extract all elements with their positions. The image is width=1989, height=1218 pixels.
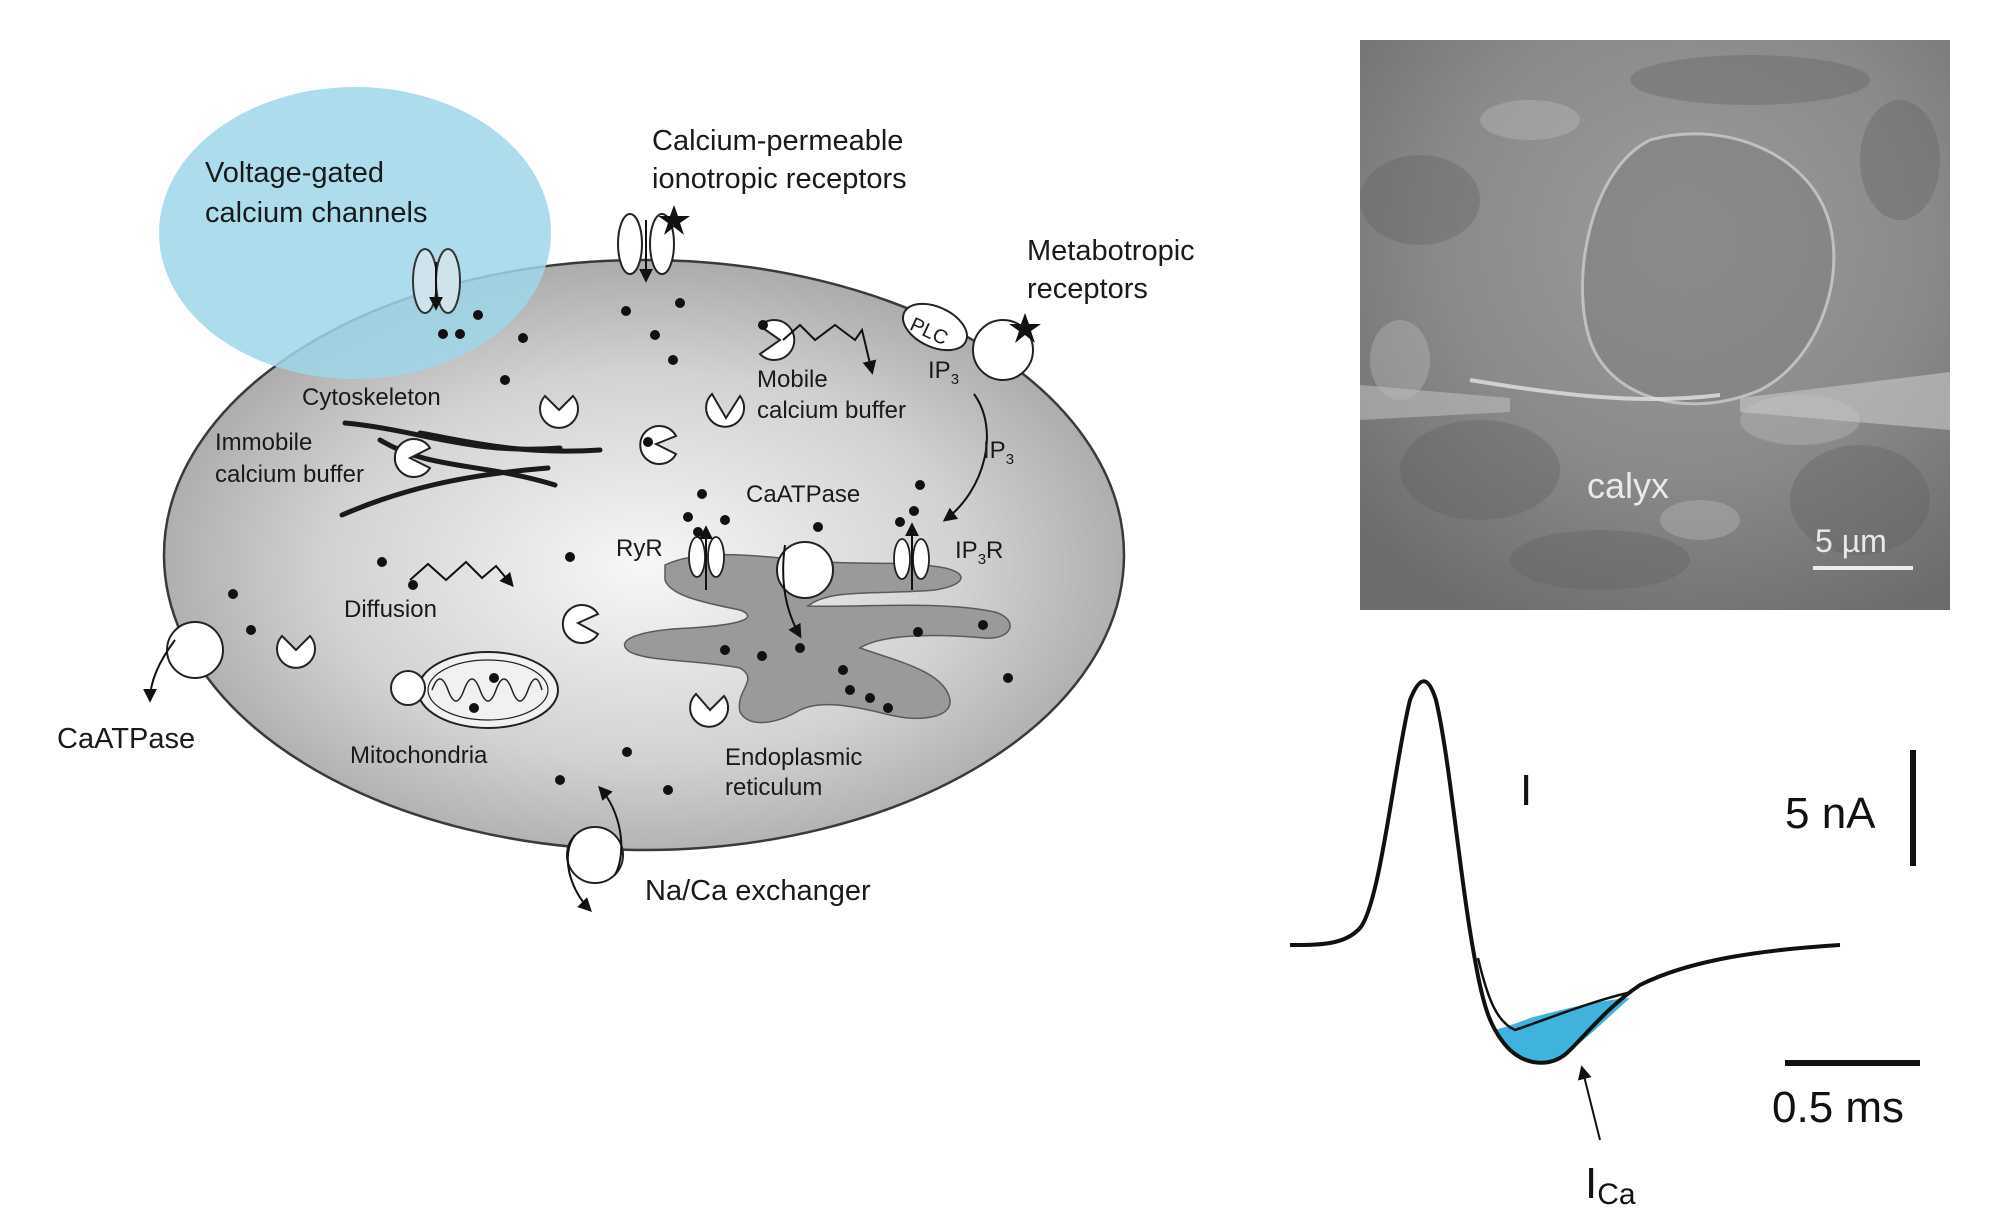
iono-label-line2: ionotropic receptors <box>652 163 907 195</box>
cytoskeleton-label: Cytoskeleton <box>302 384 441 411</box>
cell-diagram: Voltage-gated calcium channels Calcium-p… <box>57 87 1195 912</box>
process-arrows <box>143 323 988 912</box>
mitochondrion <box>390 651 559 729</box>
amp-scale-bar <box>1910 750 1916 866</box>
time-scale-bar <box>1785 1060 1920 1066</box>
iono-label-line1: Calcium-permeable <box>652 125 903 157</box>
ica-label: ICa <box>1585 1159 1636 1211</box>
ligand-star-icon <box>1009 313 1041 343</box>
ryr-channel-icon <box>688 525 725 590</box>
calcium-ions <box>228 298 1013 795</box>
endoplasmic-reticulum <box>623 553 1011 724</box>
ligand-star-icon <box>658 205 690 235</box>
immobile-buffer-line1: Immobile <box>215 429 312 456</box>
pipette-right <box>1740 372 1950 430</box>
mobile-buffer-line2: calcium buffer <box>757 397 906 424</box>
ionotropic-receptor-icon <box>617 205 690 283</box>
mobile-buffer-line1: Mobile <box>757 366 828 393</box>
calcium-buffers <box>276 319 796 728</box>
metabo-label-line1: Metabotropic <box>1027 235 1195 267</box>
diffusion-label: Diffusion <box>344 596 437 623</box>
ip3r-channel-icon <box>893 522 930 590</box>
immobile-buffer-line2: calcium buffer <box>215 461 364 488</box>
time-scale-label: 0.5 ms <box>1772 1083 1904 1132</box>
ip3-label-top: IP3 <box>928 357 959 388</box>
ica-shaded-region <box>1495 998 1630 1063</box>
calyx-label: calyx <box>1587 465 1669 506</box>
ryr-label: RyR <box>616 535 663 562</box>
ip3r-label: IP3R <box>955 537 1003 568</box>
current-label: I <box>1520 766 1532 815</box>
er-caatpase-pump-icon <box>776 541 834 599</box>
caatpase-outer-label: CaATPase <box>57 723 195 755</box>
vgcc-channel-icon <box>412 248 461 314</box>
micrograph-scale-text: 5 µm <box>1815 523 1887 559</box>
vgcc-label-line1: Voltage-gated <box>205 157 384 189</box>
calyx-micrograph: calyx 5 µm <box>1360 40 1950 610</box>
vgcc-highlight <box>159 87 551 379</box>
micrograph-scale-bar <box>1813 566 1913 570</box>
vgcc-label-line2: calcium channels <box>205 197 427 229</box>
ip3-label-side: IP3 <box>983 437 1014 468</box>
amp-scale-label: 5 nA <box>1785 789 1876 838</box>
metabo-label-line2: receptors <box>1027 273 1148 305</box>
er-label-line1: Endoplasmic <box>725 744 862 771</box>
mitochondria-label: Mitochondria <box>350 742 488 769</box>
pipette-left <box>1360 385 1510 420</box>
current-trace <box>1289 679 1841 1065</box>
er-label-line2: reticulum <box>725 774 822 801</box>
pm-caatpase-pump-icon <box>166 621 224 679</box>
soma-outline <box>1581 132 1836 406</box>
caatpase-inner-label: CaATPase <box>746 481 860 508</box>
ica-pointer-arrow <box>1577 1065 1601 1141</box>
exchanger-label: Na/Ca exchanger <box>645 875 871 907</box>
current-trace-panel: I 5 nA 0.5 ms ICa <box>1289 679 1920 1211</box>
metabotropic-receptor-icon <box>902 302 1041 381</box>
